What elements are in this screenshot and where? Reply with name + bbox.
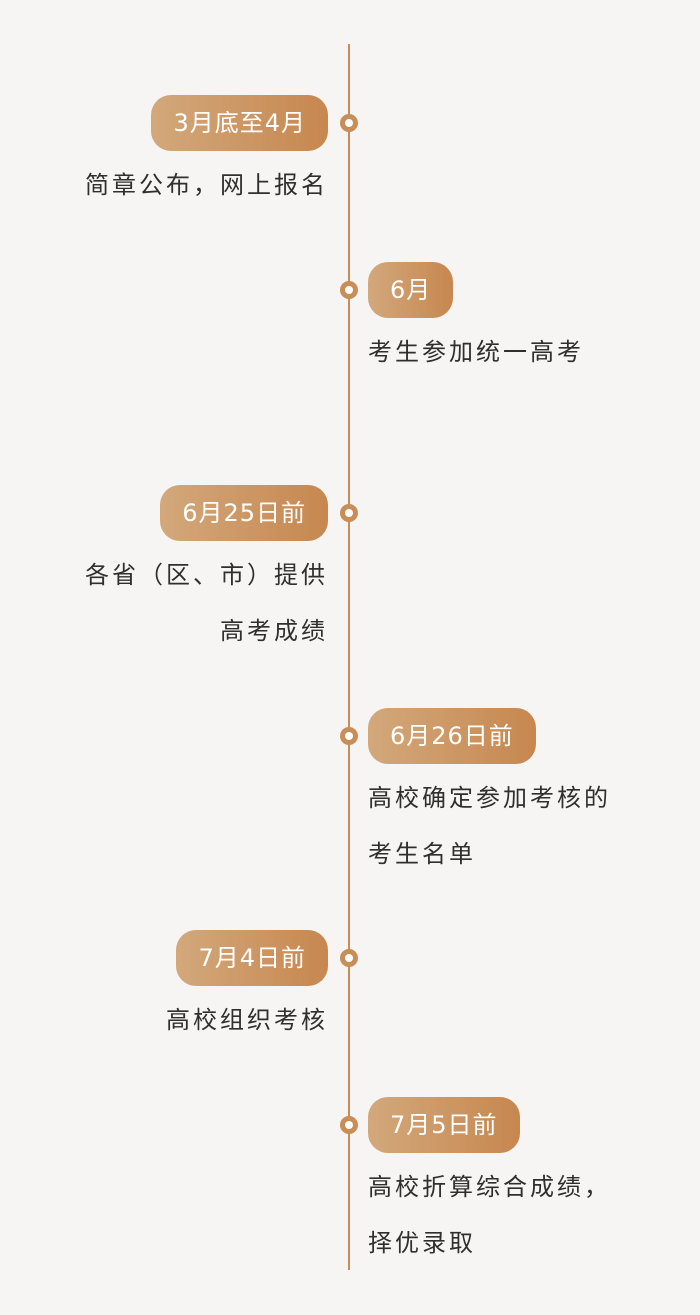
timeline-event: 3月底至4月 简章公布，网上报名 bbox=[0, 95, 700, 199]
event-date-pill: 7月4日前 bbox=[176, 930, 328, 986]
event-description: 高校确定参加考核的 考生名单 bbox=[368, 770, 611, 882]
event-date-pill: 3月底至4月 bbox=[151, 95, 328, 151]
event-description: 高校组织考核 bbox=[166, 992, 328, 1048]
event-description-line: 各省（区、市）提供 bbox=[85, 561, 328, 589]
event-description: 考生参加统一高考 bbox=[368, 324, 584, 380]
event-description-line: 高校折算综合成绩， bbox=[368, 1173, 611, 1201]
timeline-event: 7月4日前 高校组织考核 bbox=[0, 930, 700, 1034]
event-description-line: 考生名单 bbox=[368, 840, 476, 868]
event-description-line: 高考成绩 bbox=[220, 617, 328, 645]
event-description-line: 择优录取 bbox=[368, 1229, 476, 1257]
event-description: 简章公布，网上报名 bbox=[85, 157, 328, 213]
timeline-event: 6月 考生参加统一高考 bbox=[0, 262, 700, 366]
event-description-line: 简章公布，网上报名 bbox=[85, 171, 328, 199]
timeline-event: 6月26日前 高校确定参加考核的 考生名单 bbox=[0, 708, 700, 868]
event-description-line: 高校组织考核 bbox=[166, 1006, 328, 1034]
timeline-node-icon bbox=[340, 949, 358, 967]
timeline-event: 6月25日前 各省（区、市）提供 高考成绩 bbox=[0, 485, 700, 645]
event-date-pill: 6月26日前 bbox=[368, 708, 536, 764]
timeline-node-icon bbox=[340, 1116, 358, 1134]
timeline-node-icon bbox=[340, 504, 358, 522]
timeline-node-icon bbox=[340, 727, 358, 745]
event-description: 高校折算综合成绩， 择优录取 bbox=[368, 1159, 611, 1271]
event-date-pill: 6月 bbox=[368, 262, 454, 318]
event-description: 各省（区、市）提供 高考成绩 bbox=[85, 547, 328, 659]
timeline-line bbox=[348, 44, 350, 1270]
timeline-node-icon bbox=[340, 114, 358, 132]
event-date-pill: 7月5日前 bbox=[368, 1097, 520, 1153]
event-date-pill: 6月25日前 bbox=[160, 485, 328, 541]
event-description-line: 高校确定参加考核的 bbox=[368, 784, 611, 812]
timeline-node-icon bbox=[340, 281, 358, 299]
timeline-event: 7月5日前 高校折算综合成绩， 择优录取 bbox=[0, 1097, 700, 1257]
event-description-line: 考生参加统一高考 bbox=[368, 338, 584, 366]
